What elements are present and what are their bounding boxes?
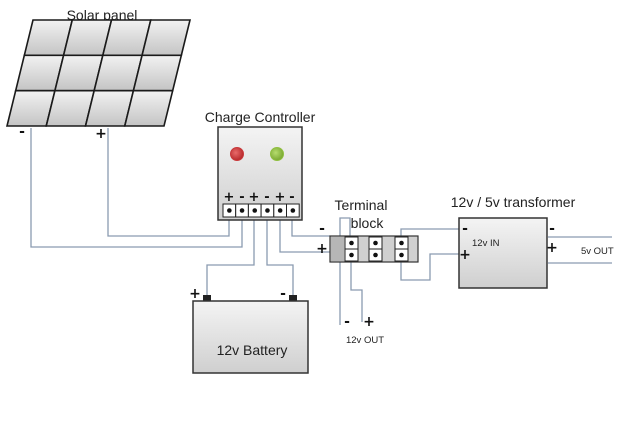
terminal-block-label-1: Terminal <box>335 197 388 213</box>
terminal-block-pos-sign: + <box>316 241 328 257</box>
solar-pos-sign: + <box>95 126 107 142</box>
charge-controller-terminal-signs: + - + - + - <box>224 190 295 205</box>
wire-battery-neg <box>266 218 294 297</box>
cc-terminal-screw-icon <box>277 208 283 213</box>
battery-label: 12v Battery <box>217 342 288 358</box>
wire-load-neg <box>291 218 330 237</box>
red-led-icon <box>230 147 244 161</box>
output-12v-neg-sign: - <box>344 314 350 330</box>
transformer-box <box>458 217 548 289</box>
cc-sign-1: + <box>224 190 235 205</box>
cc-sign-4: - <box>264 190 269 205</box>
wire-solar-pos <box>107 128 230 237</box>
cc-sign-5: + <box>275 190 286 205</box>
transformer: 12v / 5v transformer - + 12v IN - + 5v O… <box>451 194 614 289</box>
charge-controller-terminals <box>222 203 300 218</box>
transformer-out-neg-sign: - <box>549 221 555 237</box>
transformer-in-neg-sign: - <box>462 221 468 237</box>
solar-cell <box>141 19 192 57</box>
terminal-block-neg-sign: - <box>319 221 325 237</box>
cc-sign-3: + <box>249 190 260 205</box>
cc-terminal-screw-icon <box>239 208 245 213</box>
cc-terminal-screw-icon <box>290 208 296 213</box>
wire-12v-out-pos <box>350 261 363 322</box>
cc-terminal-screw-icon <box>265 208 270 213</box>
wire-solar-neg <box>30 128 243 248</box>
cc-terminal-screw-icon <box>227 208 232 213</box>
terminal-block-end <box>331 237 344 261</box>
terminal-screw-icon <box>373 252 378 258</box>
solar-panel: Solar panel - + <box>5 7 192 142</box>
terminal-screw-icon <box>399 252 404 258</box>
battery-box <box>192 300 309 374</box>
battery-pos-sign: + <box>189 286 201 302</box>
charge-controller-label: Charge Controller <box>205 109 316 125</box>
cc-sign-2: - <box>239 190 244 205</box>
transformer-out-label: 5v OUT <box>581 246 614 257</box>
wire-transformer-neg <box>400 228 459 236</box>
output-12v-label: 12v OUT <box>346 335 384 346</box>
terminal-screw-icon <box>373 240 378 246</box>
wire-load-pos <box>279 218 330 253</box>
transformer-in-label: 12v IN <box>472 238 500 249</box>
green-led-icon <box>270 147 284 161</box>
terminal-block-cells <box>344 236 409 262</box>
solar-cell <box>132 54 183 92</box>
output-12v: - + 12v OUT <box>344 314 384 346</box>
solar-panel-label: Solar panel <box>67 7 138 23</box>
solar-neg-sign: - <box>19 124 25 140</box>
solar-cells <box>5 19 192 127</box>
transformer-title: 12v / 5v transformer <box>451 194 576 210</box>
wire-transformer-pos <box>400 253 459 281</box>
cc-sign-6: - <box>289 190 294 205</box>
solar-cell <box>123 89 174 127</box>
terminal-screw-icon <box>399 240 404 246</box>
transformer-out-pos-sign: + <box>546 240 558 256</box>
cc-terminal-screw-icon <box>252 208 258 213</box>
terminal-screw-icon <box>349 240 354 246</box>
wires <box>30 128 612 325</box>
wire-battery-pos <box>206 218 255 297</box>
charge-controller: Charge Controller + - + - + - <box>205 109 316 221</box>
transformer-in-pos-sign: + <box>459 247 471 263</box>
terminal-block: Terminal block - + <box>316 197 419 263</box>
battery: 12v Battery + - <box>189 286 309 374</box>
wire-12v-out-neg <box>339 217 351 325</box>
terminal-block-label-2: block <box>351 215 385 231</box>
battery-pos-post <box>203 295 211 301</box>
battery-neg-sign: - <box>280 286 286 302</box>
output-12v-pos-sign: + <box>363 314 375 330</box>
battery-neg-post <box>289 295 297 301</box>
terminal-screw-icon <box>349 252 354 258</box>
